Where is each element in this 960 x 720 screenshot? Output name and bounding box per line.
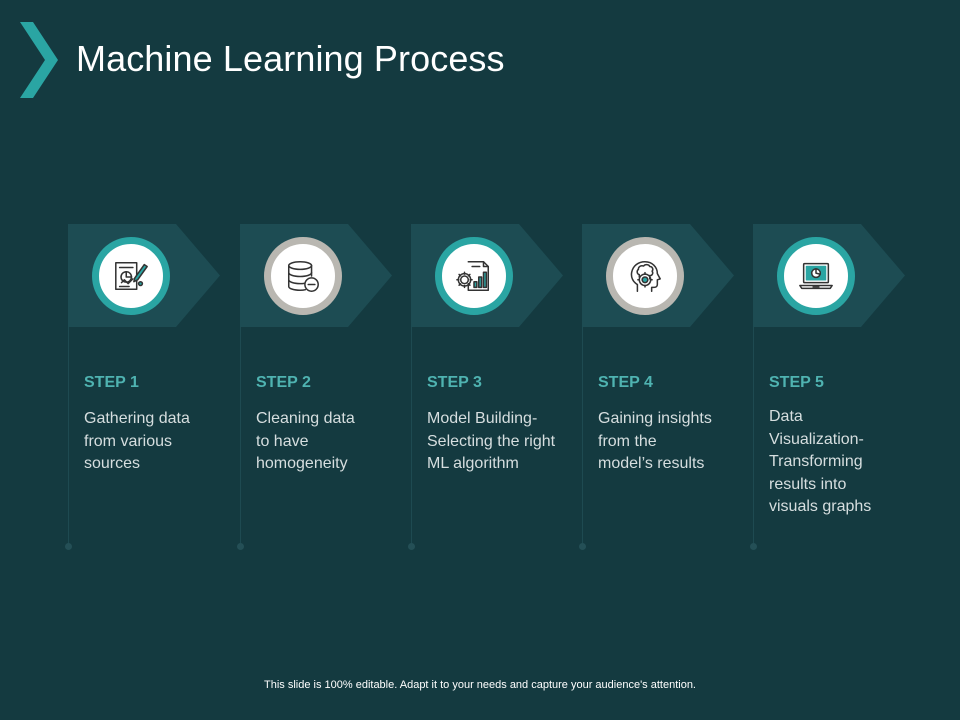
step-2-timeline — [240, 327, 241, 547]
step-1-dot — [65, 543, 72, 550]
step-5-description: Data Visualization- Transforming results… — [769, 408, 872, 515]
step-2-description: Cleaning data to have homogeneity — [256, 410, 355, 472]
step-4-description: Gaining insights from the model’s result… — [598, 410, 712, 472]
step-1-label: STEP 1 — [84, 374, 139, 391]
step-3-dot — [408, 543, 415, 550]
data-chart-icon — [115, 261, 148, 291]
step-1-description: Gathering data from various sources — [84, 410, 190, 472]
step-1-icon-ring — [92, 237, 170, 315]
step-2-label: STEP 2 — [256, 374, 311, 391]
step-4-label: STEP 4 — [598, 374, 653, 391]
gear-report-icon — [456, 260, 490, 292]
step-4-icon-ring — [606, 237, 684, 315]
step-2-dot — [237, 543, 244, 550]
database-minus-icon — [287, 260, 319, 292]
step-2-icon-ring — [264, 237, 342, 315]
step-4-timeline — [582, 327, 583, 547]
step-1: STEP 1 Gathering data from various sourc… — [65, 224, 228, 552]
step-1-timeline — [68, 327, 69, 547]
step-3-label: STEP 3 — [427, 374, 482, 391]
step-5: STEP 5 Data Visualization- Transforming … — [750, 224, 913, 552]
step-3-description: Model Building- Selecting the right ML a… — [427, 410, 556, 472]
head-gear-icon — [630, 260, 661, 292]
chevron-logo-icon — [20, 22, 58, 98]
step-3-timeline — [411, 327, 412, 547]
step-4-dot — [579, 543, 586, 550]
step-4: STEP 4 Gaining insights from the model’s… — [579, 224, 742, 552]
laptop-chart-icon — [799, 262, 833, 290]
step-3: STEP 3 Model Building- Selecting the rig… — [408, 224, 571, 552]
footer-note: This slide is 100% editable. Adapt it to… — [264, 679, 696, 691]
step-3-icon-ring — [435, 237, 513, 315]
step-5-timeline — [753, 327, 754, 547]
step-2: STEP 2 Cleaning data to have homogeneity — [237, 224, 400, 552]
step-5-icon-ring — [777, 237, 855, 315]
step-5-dot — [750, 543, 757, 550]
page-title: Machine Learning Process — [76, 38, 505, 79]
step-5-label: STEP 5 — [769, 374, 824, 391]
